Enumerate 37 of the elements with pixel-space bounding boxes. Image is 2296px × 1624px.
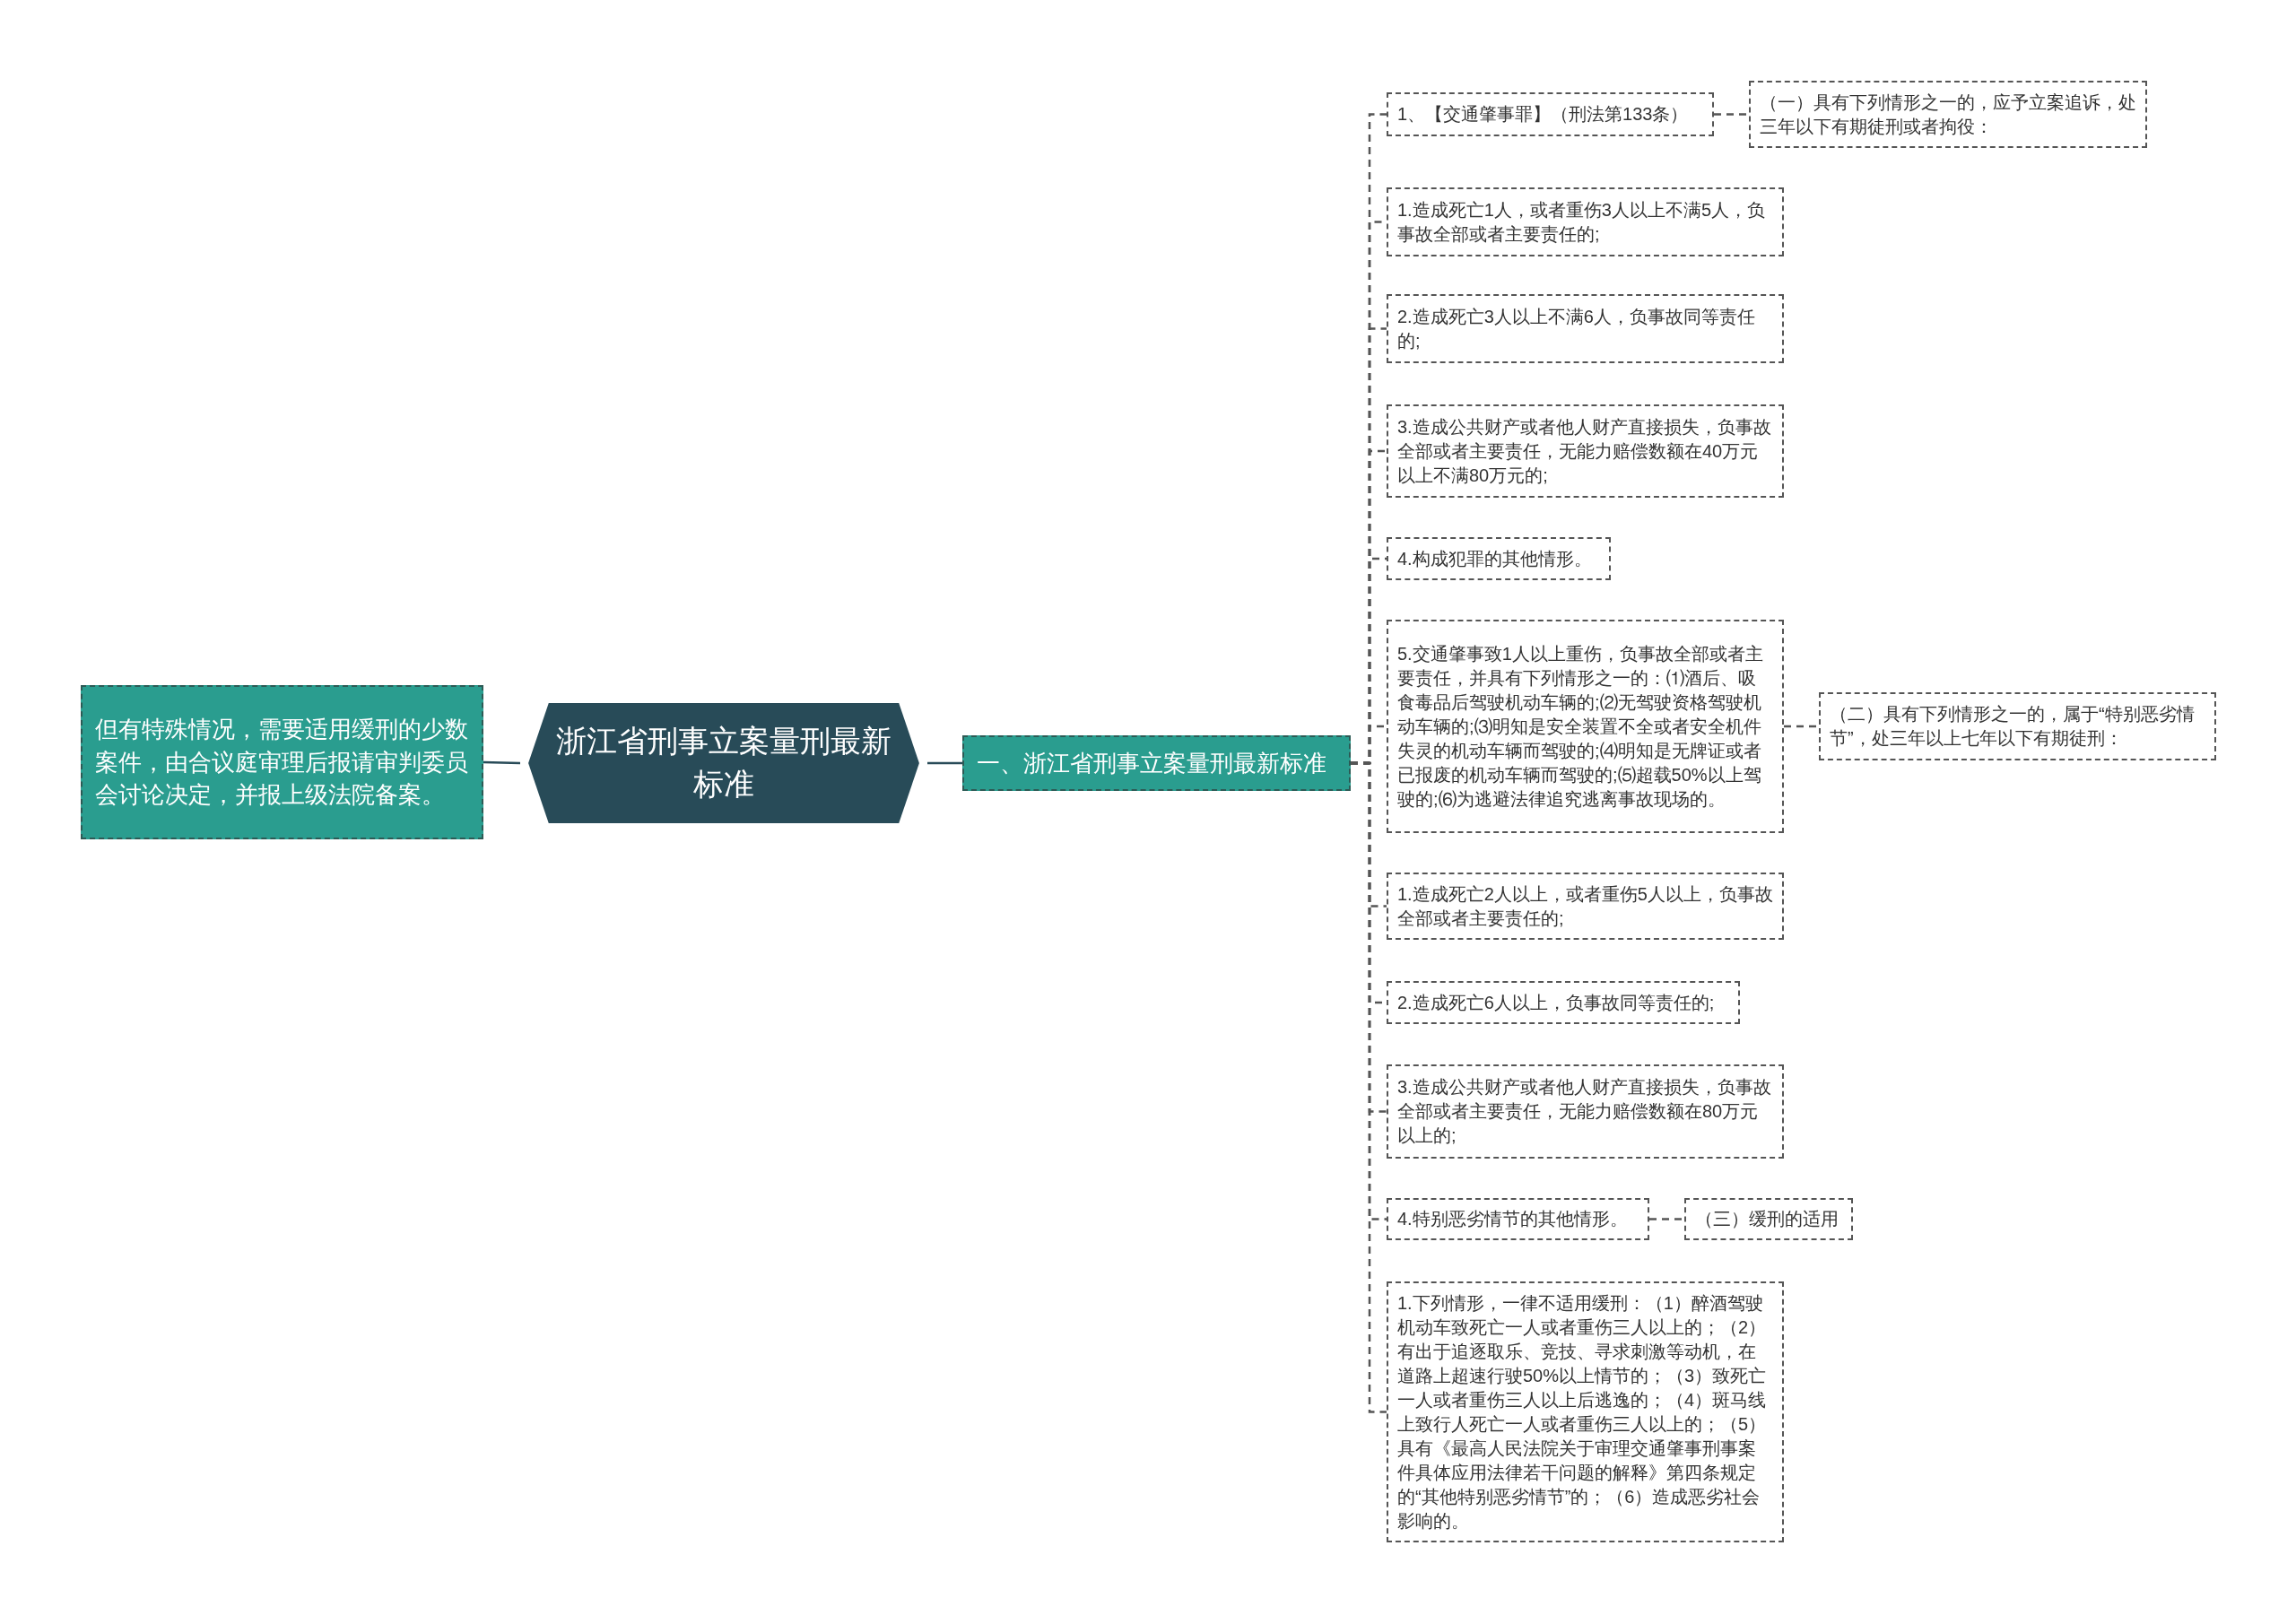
node-text: （三）缓刑的适用 [1695, 1208, 1839, 1230]
node-text: 2.造成死亡3人以上不满6人，负事故同等责任的; [1397, 305, 1756, 352]
text-box [1387, 537, 1611, 580]
text-box [1387, 92, 1714, 136]
node-text: 4.构成犯罪的其他情形。 [1397, 547, 1592, 570]
text-box [1387, 404, 1784, 498]
node-text: （二）具有下列情形之一的，属于“特别恶劣情节”，处三年以上七年以下有期徒刑： [1830, 703, 2196, 750]
node-text: 3.造成公共财产或者他人财产直接损失，负事故全部或者主要责任，无能力赔偿数额在80万元以上的; [1397, 1076, 1772, 1147]
text-box [1819, 692, 2216, 760]
connector-line [1649, 1218, 1684, 1220]
text-box [1387, 1198, 1649, 1240]
text-box [1387, 873, 1784, 940]
node-text: 一、浙江省刑事立案量刑最新标准 [977, 748, 1326, 778]
node-text: 1.造成死亡2人以上，或者重伤5人以上，负事故全部或者主要责任的; [1397, 882, 1773, 930]
node-text: 2.造成死亡6人以上，负事故同等责任的; [1397, 991, 1715, 1014]
node-text: 4.特别恶劣情节的其他情形。 [1397, 1208, 1628, 1230]
connector-line [483, 760, 521, 765]
node-text: 1、【交通肇事罪】（刑法第133条） [1397, 103, 1689, 126]
text-box [1387, 187, 1784, 256]
text-box [1387, 1064, 1784, 1159]
node-text: 浙江省刑事立案量刑最新标准 [556, 723, 891, 803]
text-box [1387, 620, 1784, 833]
text-box [1684, 1198, 1853, 1240]
node-text: 1.下列情形，一律不适用缓刑：（1）醉酒驾驶机动车致死亡一人或者重伤三人以上的；（2）有出于追逐取乐、竞技、寻求刺激等动机，在道路上超速行驶50%以上情节的；（3）致死亡一人或者重伤三人以上后逃逸的；（4）斑马线上致行人死亡一人或者重伤三人以上的；（5）具有《最高人民法院关于审理交通肇事刑事案件具体应用法律若干问题的解释》第四条规定的“其他特别恶劣情节”的；（6）造成恶劣社会影响的。 [1397, 1291, 1768, 1533]
connector-line [1714, 113, 1749, 116]
node-text: 1.造成死亡1人，或者重伤3人以上不满5人，负事故全部或者主要责任的; [1397, 198, 1767, 246]
topic-box [81, 685, 483, 839]
text-box [1749, 81, 2147, 148]
connector-line [927, 761, 962, 765]
node-text: 5.交通肇事致1人以上重伤，负事故全部或者主要责任，并具有下列情形之一的：⑴酒后、吸食毒品后驾驶机动车辆的;⑵无驾驶资格驾驶机动车辆的;⑶明知是安全装置不全或者安全机件失灵的机动车辆而驾驶的;⑷明知是无牌证或者已报废的机动车辆而驾驶的;⑸超载50%以上驾驶的;⑹为逃避法律追究逃离事故现场的。 [1397, 642, 1764, 811]
node-text: 3.造成公共财产或者他人财产直接损失，负事故全部或者主要责任，无能力赔偿数额在40万元以上不满80万元的; [1397, 415, 1772, 487]
text-box [1387, 294, 1784, 363]
topic-box [962, 735, 1351, 791]
text-box [1387, 981, 1740, 1024]
node-text: 但有特殊情况，需要适用缓刑的少数案件，由合议庭审理后报请审判委员会讨论决定，并报上级法院备案。 [95, 715, 469, 811]
connector-line [1784, 725, 1819, 728]
node-text: （一）具有下列情形之一的，应予立案追诉，处三年以下有期徒刑或者拘役： [1760, 91, 2136, 138]
